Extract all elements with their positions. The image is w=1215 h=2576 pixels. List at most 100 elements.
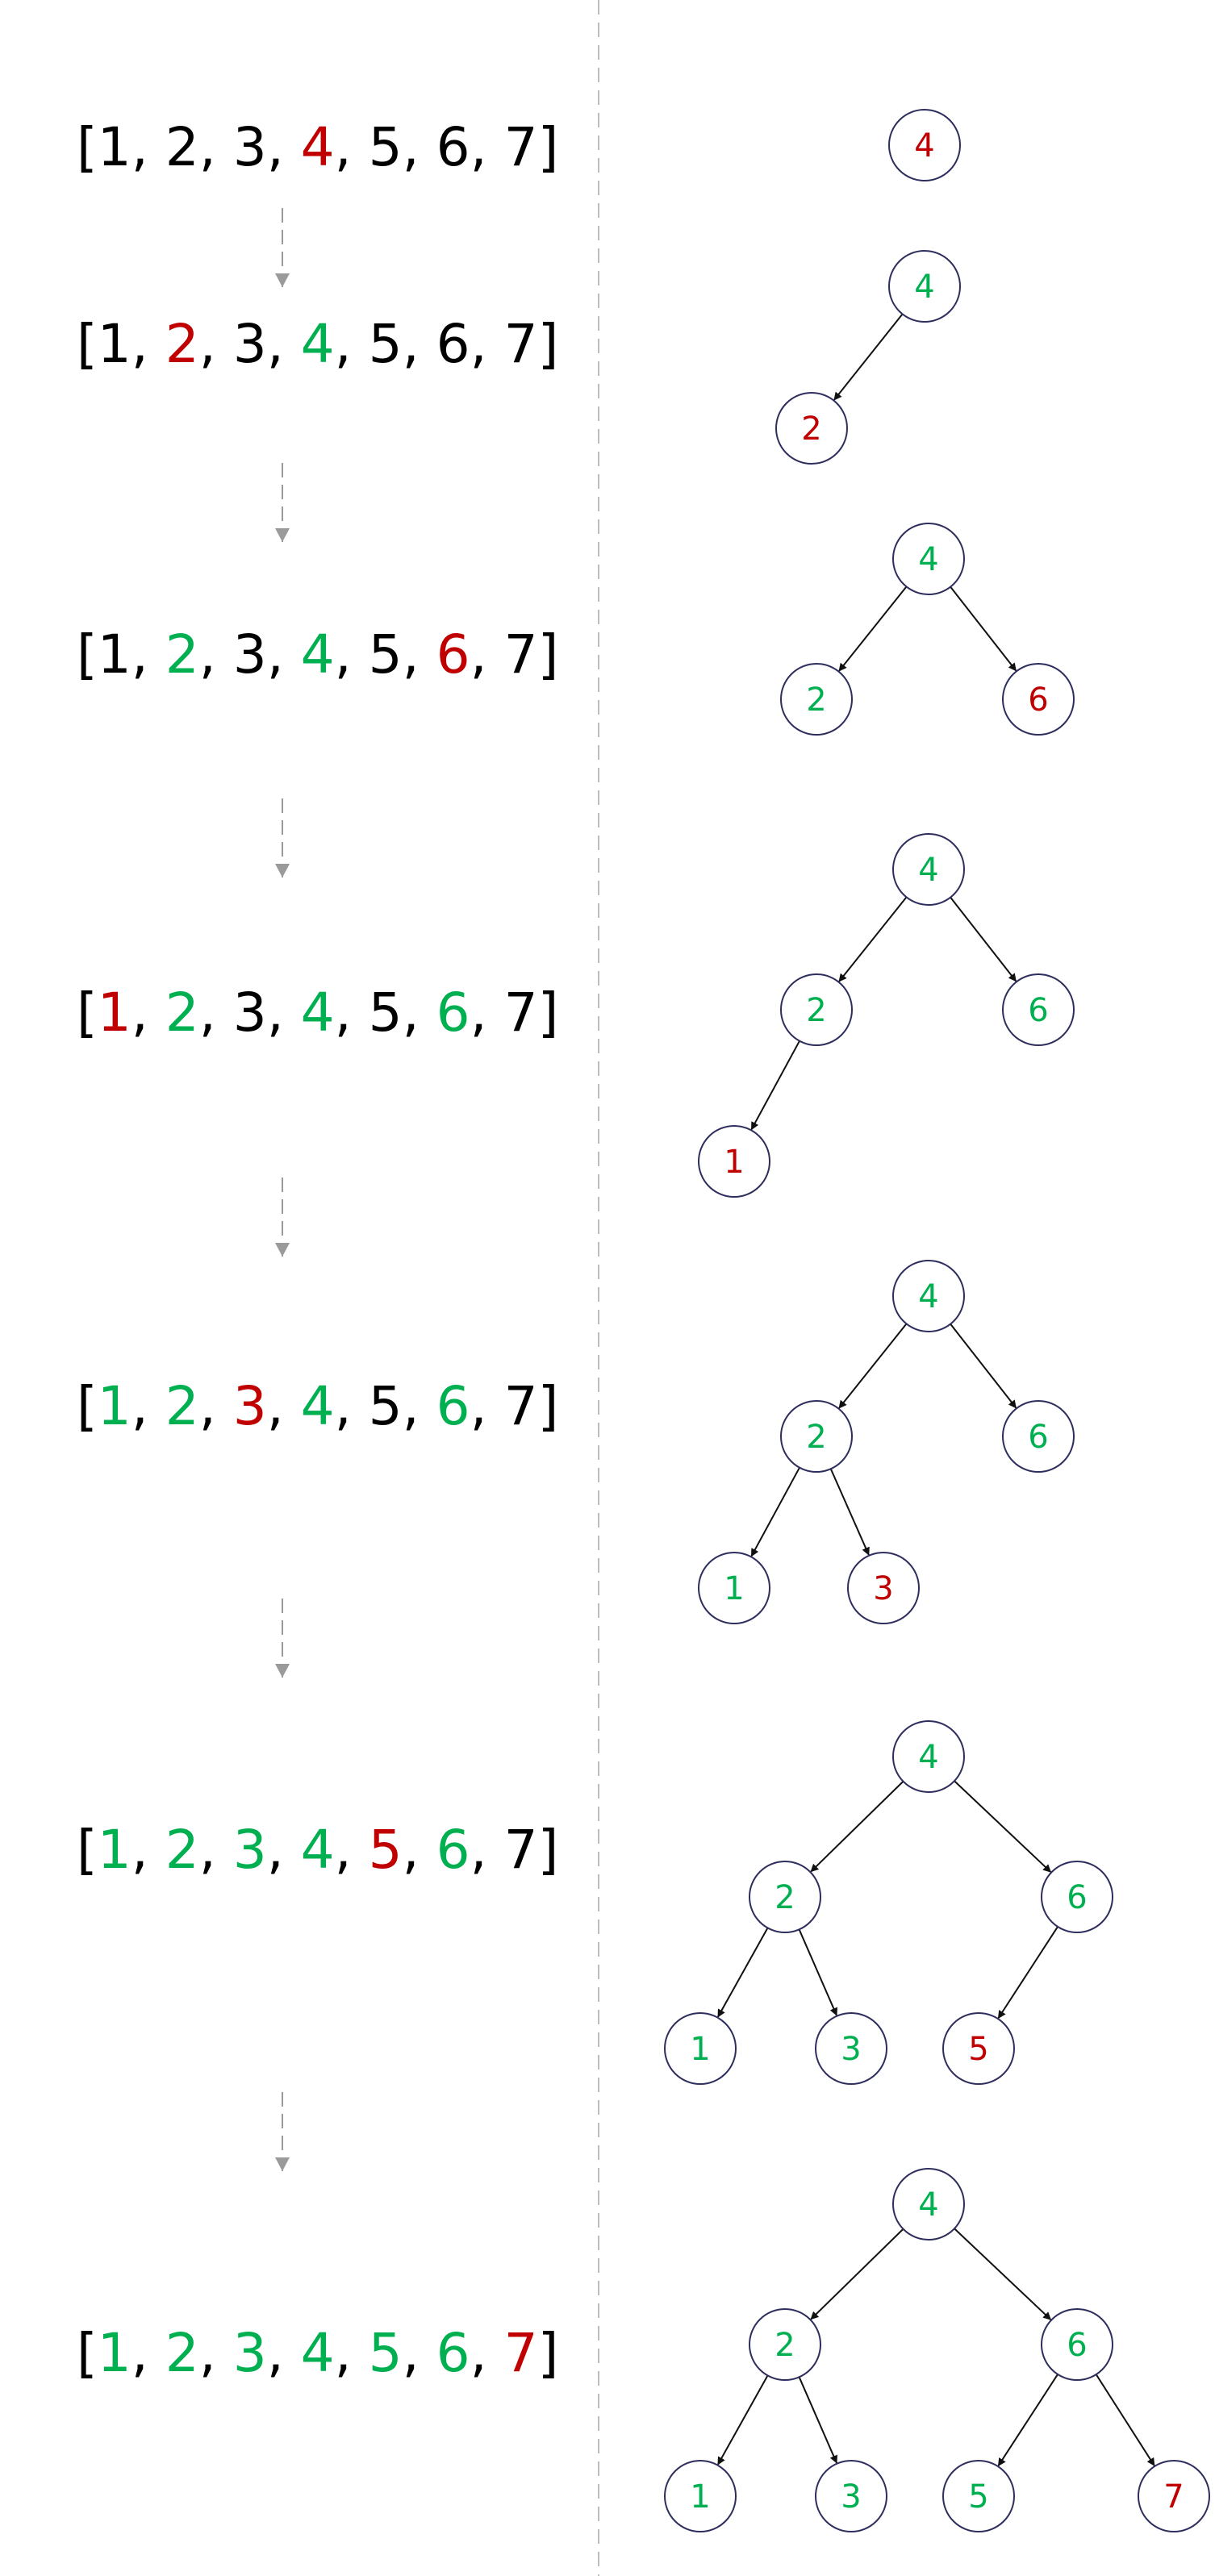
array-separator: , bbox=[470, 1375, 504, 1437]
array-element-3: 3 bbox=[233, 116, 267, 178]
array-separator: , bbox=[132, 1375, 165, 1437]
array-element-6: 6 bbox=[436, 2322, 470, 2384]
tree-edge-4-6 bbox=[950, 897, 1017, 982]
array-element-4: 4 bbox=[301, 982, 335, 1044]
array-element-6: 6 bbox=[436, 623, 470, 686]
tree-node-label-3: 3 bbox=[841, 2031, 861, 2068]
array-separator: , bbox=[132, 1819, 165, 1881]
bracket-close: ] bbox=[538, 313, 559, 375]
tree-edge-4-2 bbox=[838, 586, 908, 672]
array-separator: , bbox=[335, 1819, 369, 1881]
array-separator: , bbox=[335, 2322, 369, 2384]
tree-edge-4-2 bbox=[833, 313, 904, 401]
array-element-1: 1 bbox=[98, 2322, 132, 2384]
tree-step-2: 42 bbox=[775, 250, 961, 465]
array-separator: , bbox=[470, 116, 504, 178]
array-element-2: 2 bbox=[165, 1375, 199, 1437]
tree-node-2 bbox=[749, 1861, 821, 1933]
tree-node-label-3: 3 bbox=[841, 2478, 861, 2516]
array-separator: , bbox=[199, 116, 233, 178]
array-separator: , bbox=[403, 116, 436, 178]
array-element-2: 2 bbox=[165, 1819, 199, 1881]
array-separator: , bbox=[267, 2322, 301, 2384]
tree-node-label-4: 4 bbox=[918, 852, 938, 889]
bracket-close: ] bbox=[538, 2322, 559, 2384]
array-element-4: 4 bbox=[301, 1375, 335, 1437]
tree-node-label-4: 4 bbox=[914, 127, 934, 165]
tree-node-4 bbox=[892, 833, 965, 906]
tree-edge-2-1 bbox=[750, 1467, 800, 1557]
array-separator: , bbox=[267, 982, 301, 1044]
array-row-1: [1, 2, 3, 4, 5, 6, 7] bbox=[77, 116, 558, 178]
tree-node-6 bbox=[1041, 2308, 1113, 2381]
array-element-6: 6 bbox=[436, 116, 470, 178]
tree-edge-4-6 bbox=[950, 1323, 1017, 1409]
tree-node-5 bbox=[942, 2012, 1015, 2085]
array-element-3: 3 bbox=[233, 982, 267, 1044]
tree-node-6 bbox=[1002, 973, 1075, 1046]
array-separator: , bbox=[403, 313, 436, 375]
tree-node-label-6: 6 bbox=[1028, 682, 1048, 719]
tree-node-6 bbox=[1002, 1400, 1075, 1473]
array-element-5: 5 bbox=[369, 623, 403, 686]
array-element-6: 6 bbox=[436, 313, 470, 375]
array-element-1: 1 bbox=[98, 116, 132, 178]
tree-edge-2-3 bbox=[798, 2376, 837, 2464]
array-separator: , bbox=[199, 1819, 233, 1881]
tree-edge-4-2 bbox=[838, 1323, 908, 1409]
array-separator: , bbox=[470, 313, 504, 375]
tree-node-label-2: 2 bbox=[806, 992, 826, 1029]
array-separator: , bbox=[403, 1375, 436, 1437]
tree-node-label-6: 6 bbox=[1028, 992, 1048, 1029]
array-separator: , bbox=[335, 982, 369, 1044]
array-element-7: 7 bbox=[504, 982, 538, 1044]
array-element-3: 3 bbox=[233, 313, 267, 375]
tree-node-label-6: 6 bbox=[1067, 1879, 1087, 1916]
tree-node-label-1: 1 bbox=[724, 1144, 744, 1181]
array-separator: , bbox=[403, 2322, 436, 2384]
tree-node-1 bbox=[698, 1552, 770, 1624]
bracket-open: [ bbox=[77, 2322, 98, 2384]
array-element-3: 3 bbox=[233, 1375, 267, 1437]
bracket-open: [ bbox=[77, 1819, 98, 1881]
tree-node-4 bbox=[892, 1260, 965, 1332]
tree-node-label-1: 1 bbox=[690, 2478, 710, 2516]
array-element-3: 3 bbox=[233, 2322, 267, 2384]
array-separator: , bbox=[132, 313, 165, 375]
array-separator: , bbox=[199, 2322, 233, 2384]
array-element-1: 1 bbox=[98, 982, 132, 1044]
array-element-7: 7 bbox=[504, 2322, 538, 2384]
array-separator: , bbox=[470, 2322, 504, 2384]
array-separator: , bbox=[199, 1375, 233, 1437]
tree-edge-4-2 bbox=[810, 2228, 904, 2320]
array-element-2: 2 bbox=[165, 623, 199, 686]
tree-node-2 bbox=[749, 2308, 821, 2381]
array-element-4: 4 bbox=[301, 313, 335, 375]
tree-node-label-7: 7 bbox=[1163, 2478, 1184, 2516]
array-separator: , bbox=[335, 623, 369, 686]
array-separator: , bbox=[199, 982, 233, 1044]
bracket-close: ] bbox=[538, 1375, 559, 1437]
tree-edge-4-6 bbox=[954, 1780, 1052, 1873]
array-row-4: [1, 2, 3, 4, 5, 6, 7] bbox=[77, 982, 558, 1044]
array-element-1: 1 bbox=[98, 623, 132, 686]
array-element-1: 1 bbox=[98, 1375, 132, 1437]
array-column: [1, 2, 3, 4, 5, 6, 7] [1, 2, 3, 4, 5, 6, … bbox=[77, 116, 558, 2384]
tree-node-label-4: 4 bbox=[918, 1278, 938, 1315]
tree-edge-2-1 bbox=[717, 2374, 769, 2466]
tree-edge-2-3 bbox=[798, 1928, 837, 2016]
tree-node-label-6: 6 bbox=[1067, 2327, 1087, 2364]
array-element-3: 3 bbox=[233, 623, 267, 686]
tree-node-label-2: 2 bbox=[775, 1879, 795, 1916]
array-element-4: 4 bbox=[301, 2322, 335, 2384]
tree-edge-4-6 bbox=[950, 586, 1017, 672]
tree-edge-2-3 bbox=[829, 1468, 870, 1556]
array-element-5: 5 bbox=[369, 1819, 403, 1881]
tree-step-4: 4 2 6 1 bbox=[698, 833, 1075, 1198]
tree-node-label-4: 4 bbox=[914, 269, 934, 306]
tree-node-label-5: 5 bbox=[968, 2478, 988, 2516]
tree-node-3 bbox=[847, 1552, 920, 1624]
